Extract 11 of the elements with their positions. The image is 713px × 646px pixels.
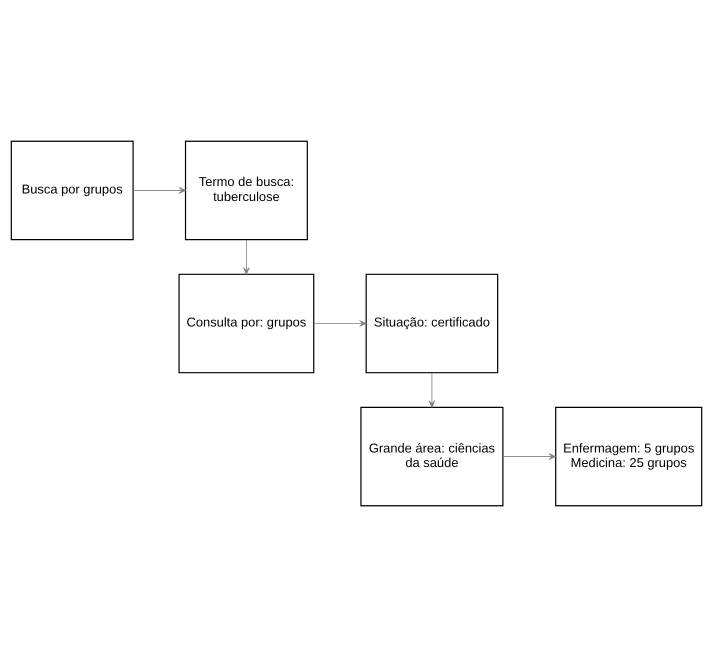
node-box: Situação: certificado — [366, 273, 498, 373]
arrow — [243, 239, 250, 274]
arrow — [314, 320, 366, 326]
arrow — [502, 452, 556, 460]
node-box: Busca por grupos — [10, 140, 134, 240]
node-box: Consulta por: grupos — [178, 273, 314, 373]
node-box: Enfermagem: 5 grupos Medicina: 25 grupos — [555, 406, 702, 506]
arrow — [428, 372, 436, 408]
arrow — [132, 186, 186, 194]
node-box: Termo de busca: tuberculose — [184, 140, 308, 240]
node-box: Grande área: ciências da saúde — [360, 406, 504, 506]
